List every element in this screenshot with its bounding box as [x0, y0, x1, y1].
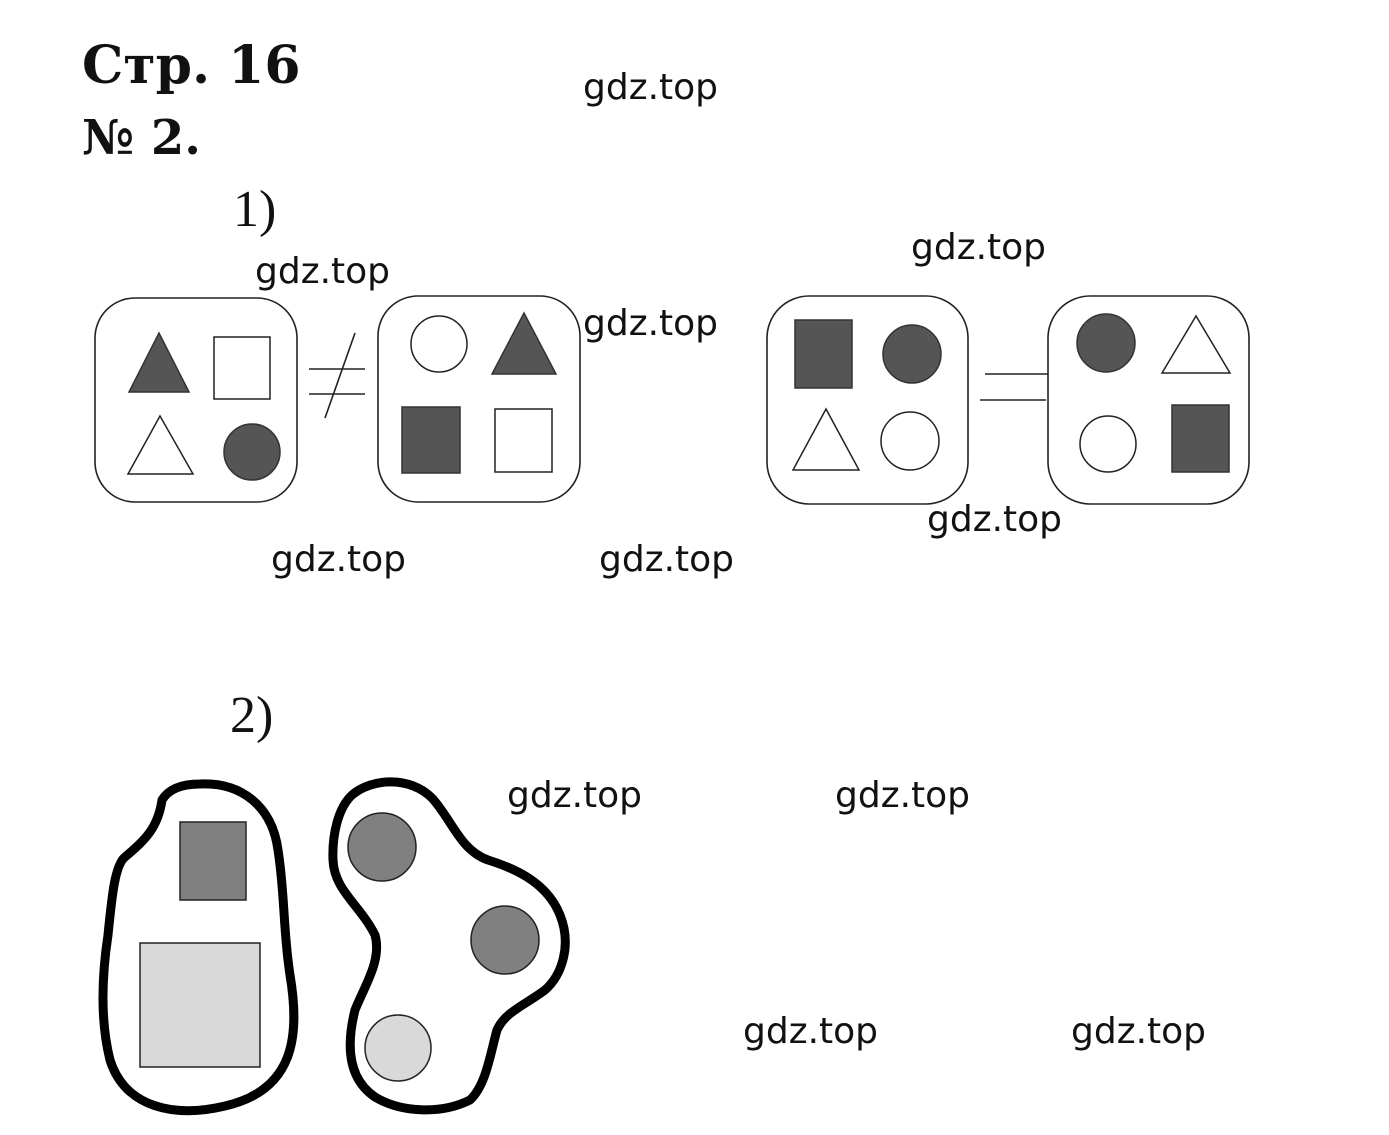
watermark: gdz.top	[835, 775, 971, 816]
square-light-gray	[139, 942, 261, 1068]
triangle-outline	[1160, 314, 1232, 374]
part-1-label: 1)	[233, 181, 277, 238]
not-equal-sign	[309, 332, 365, 419]
circle-medium-gray	[470, 905, 540, 975]
watermark: gdz.top	[911, 227, 1047, 268]
set-box-right	[1047, 295, 1250, 505]
blob-outline	[328, 777, 570, 1115]
watermark: gdz.top	[583, 303, 719, 344]
part-2-label: 2)	[230, 687, 274, 744]
page-title: Стр. 16	[82, 35, 301, 96]
square-filled	[401, 406, 461, 474]
circle-filled	[223, 423, 281, 481]
circle-filled	[882, 324, 942, 384]
square-outline	[213, 336, 271, 400]
watermark: gdz.top	[255, 251, 391, 292]
watermark: gdz.top	[271, 539, 407, 580]
circle-filled	[1076, 313, 1136, 373]
task-number: № 2.	[82, 110, 201, 166]
watermark: gdz.top	[507, 775, 643, 816]
circle-outline	[410, 315, 468, 373]
blob-group-circles	[328, 777, 570, 1115]
comparison-2	[766, 295, 1250, 505]
blob-outline	[98, 779, 299, 1116]
triangle-filled	[127, 331, 191, 393]
watermark: gdz.top	[583, 67, 719, 108]
circle-outline	[880, 411, 940, 471]
comparison-1	[94, 295, 581, 503]
circle-medium-gray	[347, 812, 417, 882]
triangle-filled	[490, 311, 558, 375]
watermark: gdz.top	[1071, 1011, 1207, 1052]
watermark: gdz.top	[743, 1011, 879, 1052]
watermark: gdz.top	[927, 499, 1063, 540]
circle-outline	[1079, 415, 1137, 473]
square-medium-gray	[179, 821, 247, 901]
triangle-outline	[126, 414, 195, 475]
blob-group-squares	[98, 779, 299, 1116]
circle-light-gray	[364, 1014, 432, 1082]
equal-sign	[980, 373, 1048, 401]
square-filled	[1171, 404, 1230, 473]
square-outline	[494, 408, 553, 473]
watermark: gdz.top	[599, 539, 735, 580]
square-filled	[794, 319, 853, 389]
triangle-outline	[791, 407, 861, 471]
